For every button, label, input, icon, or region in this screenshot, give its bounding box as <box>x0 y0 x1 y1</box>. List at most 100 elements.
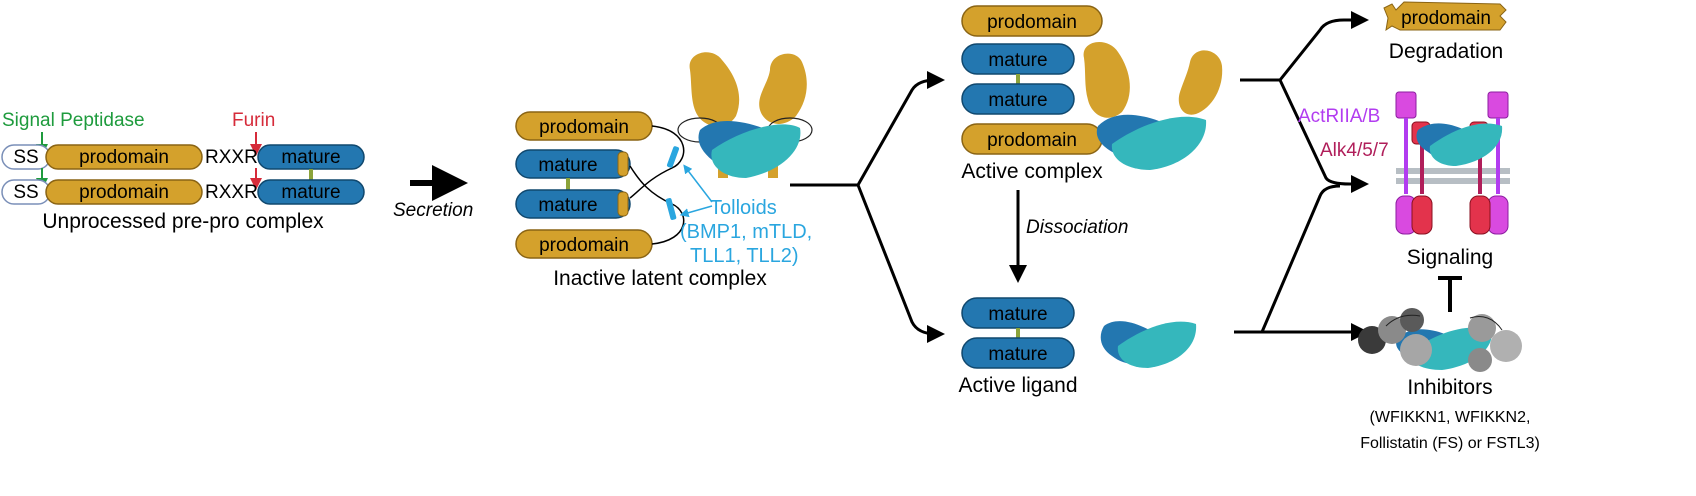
branch-to-active-ligand <box>856 184 945 343</box>
alk-kinase-right <box>1469 195 1491 235</box>
latent-mature-top-label: mature <box>538 155 597 176</box>
ligand-mature-bottom-label: mature <box>988 344 1047 365</box>
alk-stalk-right <box>1478 144 1482 194</box>
ligand-teal <box>711 124 801 178</box>
inhibitors-list-2: Follistatin (FS) or FSTL3) <box>1360 435 1540 452</box>
ligand-mature-top-label: mature <box>988 304 1047 325</box>
ligand-disulfide <box>1016 328 1020 338</box>
membrane-bottom <box>1396 178 1510 184</box>
outcome-branches <box>1234 11 1369 341</box>
prodomain-arm-right <box>759 53 807 124</box>
tolloids-label: Tolloids <box>710 197 777 219</box>
mature-label-bottom: mature <box>281 182 340 203</box>
inhibitors: Inhibitors (WFIKKN1, WFIKKN2, Follistati… <box>1358 308 1540 452</box>
tolloid-site-bottom <box>665 198 677 220</box>
active-complex: prodomain mature mature prodomain Active… <box>961 5 1223 183</box>
tolloids-label-3: TLL1, TLL2) <box>690 245 799 267</box>
inhibitors-caption: Inhibitors <box>1407 376 1492 399</box>
secretion-step: Secretion <box>393 165 473 221</box>
unprocessed-caption: Unprocessed pre-pro complex <box>42 210 324 233</box>
active-complex-structure <box>1083 41 1223 170</box>
mature-pill-bottom <box>257 179 365 205</box>
tolloid-site-top <box>666 146 680 168</box>
alk-stalk-left <box>1420 144 1424 194</box>
actriia-stalk-right <box>1496 118 1500 194</box>
rxxr-label-bottom: RXXR <box>205 182 258 203</box>
degradation-caption: Degradation <box>1389 40 1503 63</box>
inactive-latent-caption: Inactive latent complex <box>553 267 767 290</box>
degradation: prodomain Degradation <box>1383 1 1507 63</box>
active-prodomain-bottom-label: prodomain <box>987 130 1077 151</box>
alk-kinase-left <box>1411 195 1433 235</box>
active-arm-left <box>1083 41 1130 118</box>
latent-mature-bottom <box>515 189 631 219</box>
active-complex-caption: Active complex <box>961 160 1103 183</box>
actriia-ecd-right <box>1487 91 1509 119</box>
latent-mature-top <box>515 149 631 179</box>
latent-prodomain-bottom-label: prodomain <box>539 235 629 256</box>
dissociation-step: Dissociation <box>1009 190 1128 283</box>
latent-cap-bottom <box>617 191 629 217</box>
alk-label: Alk4/5/7 <box>1320 140 1389 161</box>
active-disulfide <box>1016 74 1020 84</box>
inhibitor-domain-4 <box>1400 334 1432 366</box>
inhibitor-domain-5 <box>1468 314 1496 342</box>
furin-label: Furin <box>232 110 275 131</box>
disulfide-link <box>309 169 313 181</box>
ss-label-top: SS <box>13 147 38 168</box>
ligand-mature-bottom <box>961 337 1075 369</box>
prodomain-label-top: prodomain <box>79 147 169 168</box>
inhibitor-linkers <box>1385 314 1503 331</box>
tolloid-arrow-1 <box>683 164 713 203</box>
membrane-top <box>1396 168 1510 174</box>
signaling-ligand-teal <box>1429 123 1503 166</box>
linker-curve-top <box>629 125 685 199</box>
active-prodomain-top <box>961 5 1103 37</box>
activation-branch <box>790 71 945 343</box>
active-ligand-structure <box>1100 321 1197 368</box>
actriia-kinase-right <box>1487 195 1509 235</box>
actriia-stalk-left <box>1404 118 1408 194</box>
prodomain-label-bottom: prodomain <box>79 182 169 203</box>
tolloid-arrow-2 <box>679 205 713 218</box>
complex-to-signaling-arrow <box>1278 79 1369 193</box>
active-ligand: mature mature Active ligand <box>958 297 1197 397</box>
actriia-label: ActRIIA/B <box>1298 106 1380 127</box>
unprocessed-pre-pro-complex: Signal Peptidase Furin SS prodomain RXXR… <box>1 110 365 233</box>
to-degradation-arrow <box>1240 11 1369 82</box>
dissociation-label: Dissociation <box>1026 217 1128 238</box>
active-mature-top-label: mature <box>988 50 1047 71</box>
active-ligand-teal <box>1111 116 1207 170</box>
active-arm-right <box>1178 50 1223 115</box>
active-mature-bottom <box>961 83 1075 115</box>
prodomain-arm-left <box>689 52 740 127</box>
free-ligand-teal <box>1117 321 1197 368</box>
prodomain-pill-top <box>45 144 203 170</box>
secretion-label: Secretion <box>393 200 473 221</box>
latent-cap-top <box>617 151 629 177</box>
inactive-latent-complex: prodomain mature mature prodomain Tolloi… <box>515 52 813 290</box>
ligand-to-signaling-arrow <box>1234 184 1341 334</box>
latent-prodomain-top-label: prodomain <box>539 117 629 138</box>
active-prodomain-top-label: prodomain <box>987 12 1077 33</box>
prodomain-pill-bottom <box>45 179 203 205</box>
inhibition-symbol <box>1438 276 1462 312</box>
inhibitor-domain-7 <box>1468 348 1492 372</box>
branch-to-active-complex <box>856 71 945 186</box>
latent-disulfide <box>566 178 570 190</box>
rxxr-label-top: RXXR <box>205 147 258 168</box>
active-ligand-caption: Active ligand <box>958 374 1077 397</box>
actriia-ecd-left <box>1395 91 1417 119</box>
tolloids-label-2: (BMP1, mTLD, <box>680 221 812 243</box>
signaling: ActRIIA/B Alk4/5/7 Signaling <box>1298 91 1510 269</box>
signal-peptidase-label: Signal Peptidase <box>2 110 145 131</box>
inhibitors-list-1: (WFIKKN1, WFIKKN2, <box>1370 409 1531 426</box>
latent-complex-structure <box>677 52 813 178</box>
ss-label-bottom: SS <box>13 182 38 203</box>
active-mature-bottom-label: mature <box>988 90 1047 111</box>
inhibitor-domain-6 <box>1490 330 1522 362</box>
degraded-prodomain <box>1383 1 1507 32</box>
inhibitor-domain-2 <box>1378 316 1406 344</box>
